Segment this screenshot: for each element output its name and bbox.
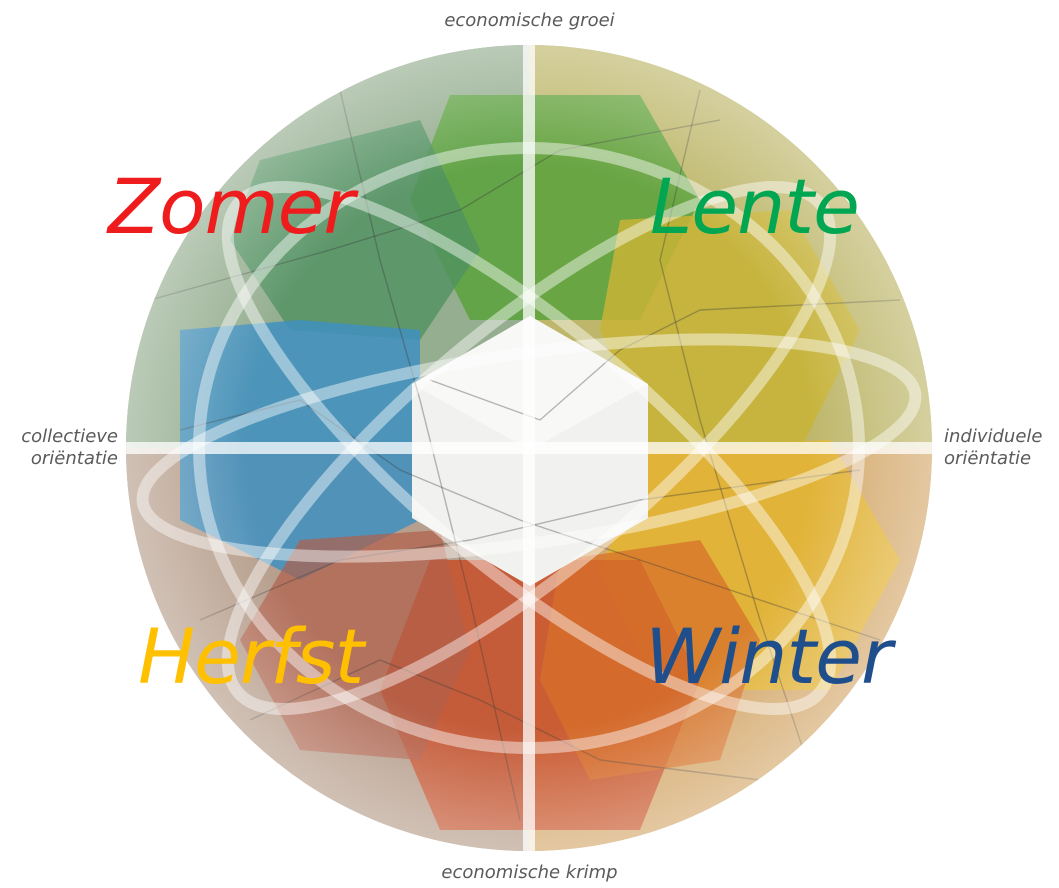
axis-label-left: collectieve oriëntatie [0,426,118,470]
season-label-winter: Winter [645,612,891,702]
season-label-spring: Lente [650,162,859,252]
axis-label-top: economische groei [0,10,1059,32]
axis-label-bottom: economische krimp [0,862,1059,884]
axis-label-left-line1: collectieve [0,426,118,448]
axis-label-right: individuele oriëntatie [944,426,1059,470]
season-label-autumn: Herfst [138,612,363,702]
axis-label-right-line2: oriëntatie [944,448,1059,470]
season-label-summer: Zomer [108,162,354,252]
axis-label-left-line2: oriëntatie [0,448,118,470]
axis-label-right-line1: individuele [944,426,1059,448]
